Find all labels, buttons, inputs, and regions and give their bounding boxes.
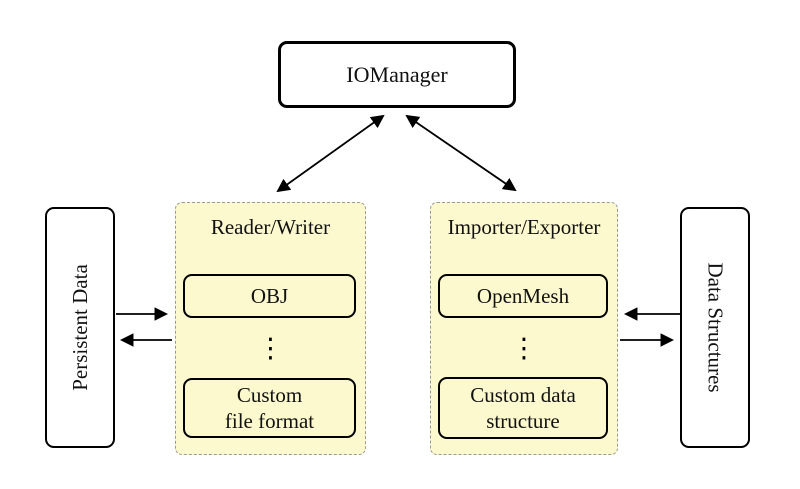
iomanager-label: IOManager [346, 61, 448, 87]
custom-file-format-line2: file format [224, 409, 315, 433]
reader-writer-group: Reader/Writer OBJ ⋮ Custom file format [175, 202, 366, 455]
custom-file-format-node: Custom file format [183, 378, 356, 438]
persistent-data-node: Persistent Data [45, 207, 115, 448]
iomanager-node: IOManager [278, 41, 516, 108]
custom-data-structure-line1: Custom data [470, 383, 576, 407]
persistent-data-label: Persistent Data [67, 264, 92, 391]
custom-data-structure-line2: structure [486, 409, 560, 433]
obj-node: OBJ [183, 274, 356, 318]
data-structures-node: Data Structures [680, 207, 750, 448]
arrow-iomanager-readerwriter [276, 114, 385, 193]
reader-writer-title: Reader/Writer [210, 215, 331, 239]
importer-exporter-group: Importer/Exporter OpenMesh ⋮ Custom data… [430, 202, 618, 455]
custom-data-structure-node: Custom data structure [438, 377, 608, 439]
importer-exporter-title: Importer/Exporter [447, 215, 601, 239]
openmesh-node: OpenMesh [438, 274, 608, 318]
data-structures-label: Data Structures [703, 262, 728, 393]
vdots-icon: ⋮ [257, 333, 284, 364]
vdots-icon: ⋮ [510, 333, 538, 364]
custom-file-format-line1: Custom [236, 383, 303, 407]
arrow-iomanager-importerexporter [405, 114, 517, 192]
